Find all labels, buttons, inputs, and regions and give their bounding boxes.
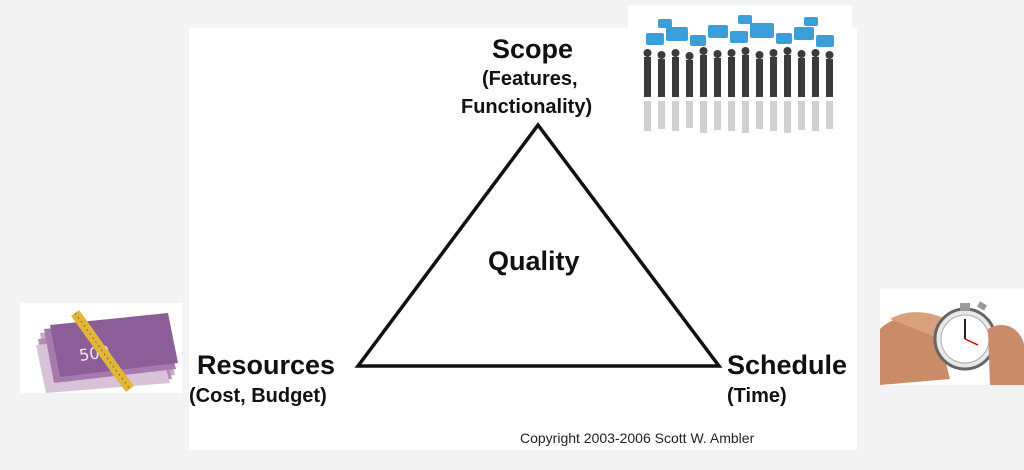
people-with-speech-bubbles-icon <box>643 15 834 133</box>
money-image: 500 <box>20 303 182 393</box>
scope-subtitle-line2: Functionality) <box>461 96 593 118</box>
iron-triangle <box>354 122 723 368</box>
hand-holding-stopwatch-icon <box>880 301 1024 385</box>
scope-title: Scope <box>492 34 574 64</box>
euro-banknotes-icon: 500 <box>36 310 178 393</box>
scope-subtitle-line1: (Features, <box>482 68 578 90</box>
people-image <box>628 5 852 145</box>
quality-label: Quality <box>488 246 580 276</box>
schedule-subtitle: (Time) <box>727 385 787 407</box>
schedule-title: Schedule <box>727 350 848 380</box>
resources-subtitle: (Cost, Budget) <box>189 385 327 407</box>
stopwatch-image <box>880 289 1024 385</box>
copyright-text: Copyright 2003-2006 Scott W. Ambler <box>520 430 755 446</box>
resources-title: Resources <box>197 350 336 380</box>
